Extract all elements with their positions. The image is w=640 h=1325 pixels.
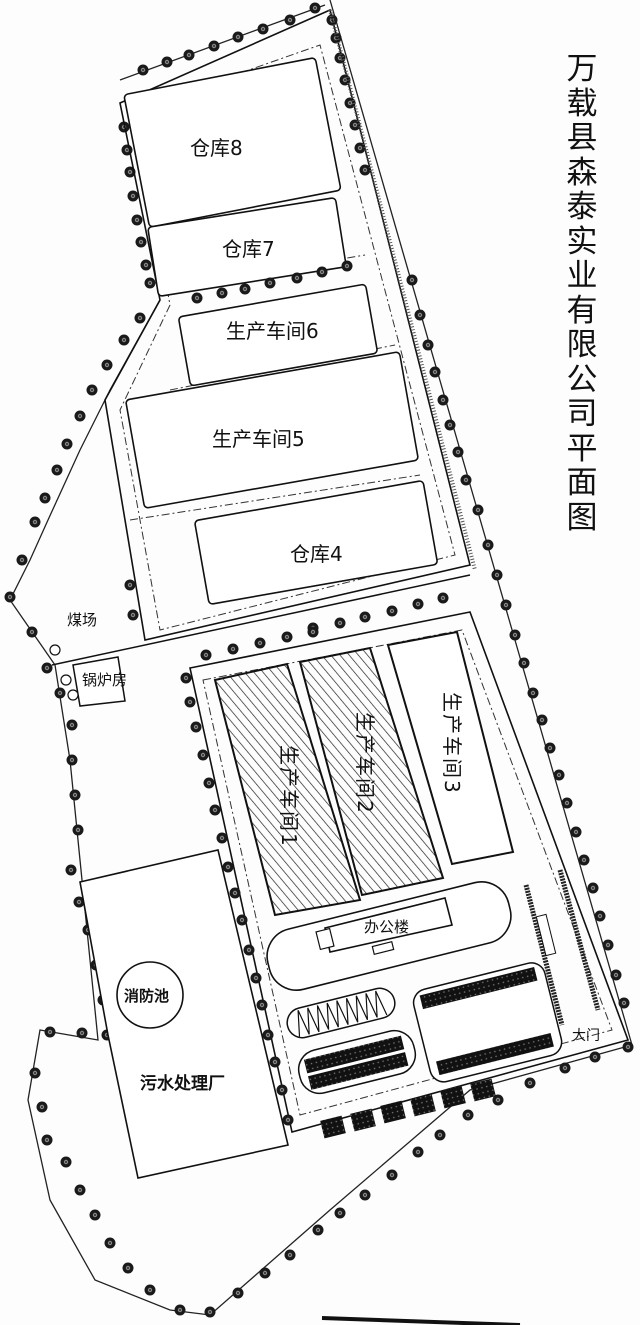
chimney-icon <box>60 674 72 686</box>
label-office-building: 办公楼 <box>364 918 409 936</box>
label-workshop-5: 生产车间5 <box>212 427 305 451</box>
title-char: 面 <box>566 465 598 501</box>
label-warehouse-7: 仓库7 <box>222 237 275 261</box>
guard-house <box>535 913 557 957</box>
office-wing <box>315 927 335 951</box>
title-char: 森 <box>566 154 598 191</box>
title-char: 万 <box>566 51 598 87</box>
label-coal-yard: 煤场 <box>67 611 97 629</box>
parking-row <box>419 966 538 1010</box>
zigzag-facility <box>286 987 396 1039</box>
chimney-icon <box>49 644 61 656</box>
warehouse-7-outline <box>147 197 347 297</box>
label-sewage-plant: 污水处理厂 <box>140 1073 225 1094</box>
title-char: 业 <box>566 258 598 294</box>
fire-pool-outline <box>116 961 184 1029</box>
parking-blocks-bottom <box>320 1078 496 1139</box>
hedge-strip <box>523 884 565 1026</box>
label-workshop-1: 生产车间1 <box>277 745 301 848</box>
chimney-icon <box>67 689 79 701</box>
north-block-wall <box>104 8 477 641</box>
warehouse-4-outline <box>194 480 438 605</box>
title-char: 泰 <box>566 189 598 225</box>
label-workshop-3: 生产车间3 <box>440 692 464 795</box>
label-warehouse-4: 仓库4 <box>290 542 343 566</box>
label-boiler-room: 锅炉房 <box>82 671 127 689</box>
title-char: 平 <box>566 430 598 467</box>
scan-edge-line <box>321 1316 521 1325</box>
parking-row <box>436 1032 554 1076</box>
label-fire-pool: 消防池 <box>124 987 169 1005</box>
title-char: 图 <box>566 499 598 536</box>
title-char: 实 <box>566 223 598 260</box>
workshop-1-outline <box>213 662 362 917</box>
zigzag-pattern <box>297 990 388 1037</box>
title-char: 司 <box>566 396 598 432</box>
workshop-6-outline <box>178 283 378 387</box>
title-char: 载 <box>566 85 598 122</box>
title-char: 限 <box>566 327 598 363</box>
office-entrance <box>371 940 395 956</box>
coal-yard-boundary <box>51 574 471 666</box>
title-char: 县 <box>566 120 598 156</box>
sewage-plant-outline <box>79 849 289 1179</box>
title-char: 公 <box>566 361 598 398</box>
parking-row <box>303 1035 405 1074</box>
warehouse-8-outline <box>123 57 342 228</box>
workshop-2-outline <box>298 646 445 897</box>
workshop-5-outline <box>125 351 419 509</box>
map-title: 万 载 县 森 泰 实 业 有 限 公 司 平 面 图 <box>562 52 602 535</box>
workshop-3-outline <box>386 630 515 866</box>
label-workshop-2: 生产车间2 <box>353 712 377 815</box>
title-char: 有 <box>566 292 598 329</box>
hedge-strip <box>557 869 601 1011</box>
label-warehouse-8: 仓库8 <box>190 136 243 160</box>
parking-row <box>307 1052 409 1090</box>
label-main-gate: 大门 <box>572 1028 600 1044</box>
label-workshop-6: 生产车间6 <box>226 319 319 343</box>
south-block-road <box>202 629 613 1116</box>
